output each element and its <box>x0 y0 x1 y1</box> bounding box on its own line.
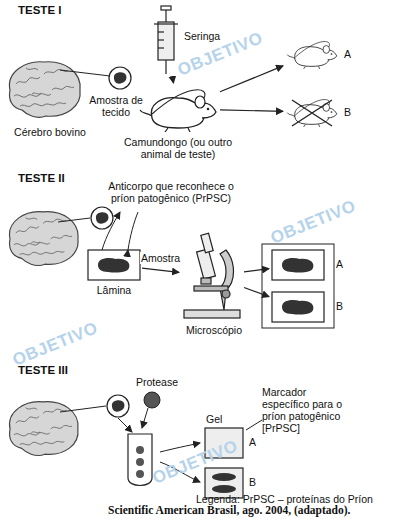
test-title: TESTE III <box>18 364 108 377</box>
mouse-figure: B <box>286 96 338 128</box>
test-title: TESTE II <box>18 172 98 185</box>
caption: Scientific American Brasil, ago. 2004, (… <box>108 504 350 517</box>
arrow-connector <box>142 268 179 272</box>
protease-label: Protease <box>136 376 196 388</box>
node-label: B <box>344 106 360 118</box>
arrow-connector <box>244 288 269 297</box>
node-label: A <box>344 48 360 60</box>
node-label: A <box>336 258 352 270</box>
brain-figure: Cérebro bovino <box>4 56 84 122</box>
arrow-connector <box>220 66 283 92</box>
arrow-connector <box>172 76 173 83</box>
marker-label: Marcador específico para o príon patogên… <box>262 386 352 434</box>
slide-box: Lâmina <box>88 250 140 280</box>
gel-box: A <box>205 428 243 458</box>
mouse-figure: Camundongo (ou outro animal de teste) <box>138 86 218 132</box>
node-label: Camundongo (ou outro animal de teste) <box>120 136 236 160</box>
node-label: A <box>249 436 265 448</box>
arrow-connector <box>220 110 283 111</box>
node-label: B <box>336 300 352 312</box>
sample-label: Amostra de tecido <box>86 94 146 118</box>
arrow-connector <box>244 269 269 272</box>
edge-label: Amostra <box>140 252 181 264</box>
microscope-figure: Microscópio <box>182 232 242 320</box>
node-label: Cérebro bovino <box>10 126 90 138</box>
test-title: TESTE I <box>18 4 98 17</box>
slide-box: B <box>272 292 324 322</box>
mouse-figure: A <box>286 38 338 70</box>
antibody-label: Anticorpo que reconhece o príon patogêni… <box>96 180 246 204</box>
gel-label: Gel <box>206 413 236 425</box>
syringe-figure: Seringa <box>154 6 178 74</box>
node-label: Lâmina <box>84 284 144 296</box>
slide-box: A <box>272 250 324 280</box>
watermark: OBJETIVO <box>10 318 101 370</box>
node-label: Seringa <box>184 30 244 42</box>
watermark: OBJETIVO <box>268 196 359 248</box>
legend-note: Legenda: PrPSC – proteínas do Príon <box>196 493 406 505</box>
node-label: Microscópio <box>178 324 250 336</box>
node-label: B <box>249 476 265 488</box>
